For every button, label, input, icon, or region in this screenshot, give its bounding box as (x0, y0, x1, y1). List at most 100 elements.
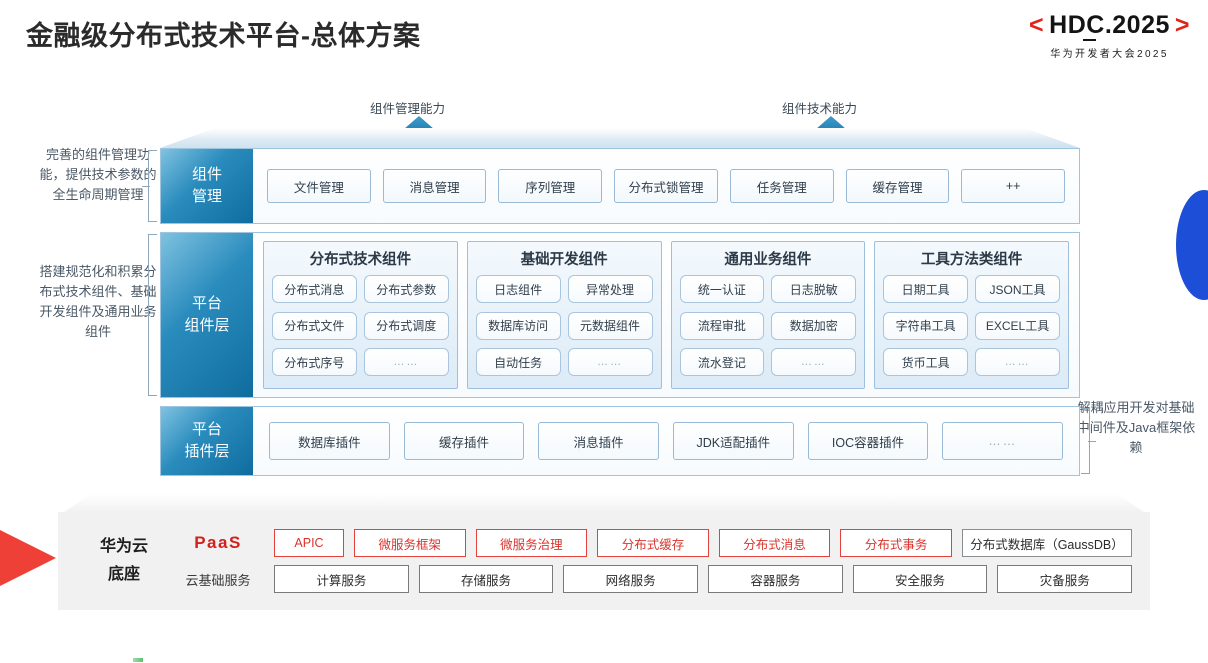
base-panel-title: 华为云 底座 (76, 533, 172, 589)
chip-metadata-component[interactable]: 元数据组件 (567, 311, 653, 340)
chip-excel-tool[interactable]: EXCEL工具 (975, 311, 1060, 340)
chip-exception-handling[interactable]: 异常处理 (567, 275, 653, 303)
group-distributed-tech-components: 分布式技术组件 分布式消息 分布式参数 分布式文件 分布式调度 分布式序号 …… (263, 241, 458, 389)
layer-platform-component: 平台 组件层 分布式技术组件 分布式消息 分布式参数 分布式文件 分布式调度 分… (160, 232, 1080, 398)
chip-distributed-lock-management[interactable]: 分布式锁管理 (614, 169, 718, 203)
chip-file-management[interactable]: 文件管理 (267, 169, 371, 203)
chip-compute-service[interactable]: 计算服务 (274, 565, 409, 593)
chip-ioc-container-plugin[interactable]: IOC容器插件 (807, 422, 929, 460)
layer-body-component-management: 文件管理 消息管理 序列管理 分布式锁管理 任务管理 缓存管理 ++ (253, 149, 1079, 223)
layer-body-platform-component: 分布式技术组件 分布式消息 分布式参数 分布式文件 分布式调度 分布式序号 ……… (253, 233, 1079, 397)
chip-apic[interactable]: APIC (274, 529, 344, 557)
chip-microservice-framework[interactable]: 微服务框架 (354, 529, 466, 557)
component-management-chip-list: 文件管理 消息管理 序列管理 分布式锁管理 任务管理 缓存管理 ++ (253, 169, 1079, 203)
chip-jdk-adapter-plugin[interactable]: JDK适配插件 (673, 422, 794, 460)
group-chip-grid: 日志组件 异常处理 数据库访问 元数据组件 自动任务 …… (475, 275, 653, 380)
logo-text: HDC.2025 (1049, 11, 1170, 41)
chip-storage-service[interactable]: 存储服务 (418, 565, 554, 593)
group-common-business-components: 通用业务组件 统一认证 日志脱敏 流程审批 数据加密 流水登记 …… (670, 241, 866, 389)
callout-label-component-management: 组件管理能力 (370, 102, 446, 116)
chip-disaster-recovery-service[interactable]: 灾备服务 (997, 565, 1133, 593)
chip-log-component[interactable]: 日志组件 (475, 275, 561, 303)
base-title-line2: 底座 (107, 566, 140, 583)
layer-tag-line1: 平台 (191, 295, 222, 313)
hdc-logo: < HDC.2025 > 华为开发者大会2025 (1029, 11, 1190, 61)
chip-transaction-register[interactable]: 流水登记 (679, 348, 765, 377)
base-panel-rows: PaaS APIC 微服务框架 微服务治理 分布式缓存 分布式消息 分布式事务 … (172, 529, 1150, 593)
chip-distributed-transaction[interactable]: 分布式事务 (840, 529, 952, 557)
group-title: 基础开发组件 (520, 252, 608, 268)
chip-string-tool[interactable]: 字符串工具 (883, 311, 969, 340)
layer-tag-platform-component: 平台 组件层 (161, 233, 253, 397)
callout-label-component-technology: 组件技术能力 (782, 102, 858, 116)
chip-cache-management[interactable]: 缓存管理 (845, 169, 950, 203)
group-tool-method-components: 工具方法类组件 日期工具 JSON工具 字符串工具 EXCEL工具 货币工具 …… (874, 241, 1069, 389)
paas-label: PaaS (194, 533, 242, 552)
chip-message-management[interactable]: 消息管理 (382, 169, 487, 203)
chip-network-service[interactable]: 网络服务 (563, 565, 699, 593)
group-chip-grid: 统一认证 日志脱敏 流程审批 数据加密 流水登记 …… (679, 275, 857, 380)
chip-json-tool[interactable]: JSON工具 (975, 275, 1060, 303)
side-note-component-management: 完善的组件管理功能，提供技术参数的全生命周期管理 (39, 147, 157, 203)
group-chip-grid: 分布式消息 分布式参数 分布式文件 分布式调度 分布式序号 …… (272, 275, 449, 380)
layer-tag-line1: 组件 (191, 166, 222, 184)
chip-message-plugin[interactable]: 消息插件 (538, 422, 660, 460)
chip-more[interactable]: …… (567, 348, 653, 377)
chip-distributed-file[interactable]: 分布式文件 (272, 311, 357, 340)
chip-cache-plugin[interactable]: 缓存插件 (403, 422, 525, 460)
layer-tag-line2: 插件层 (184, 443, 230, 460)
chip-more[interactable]: …… (942, 422, 1064, 460)
chip-sequence-management[interactable]: 序列管理 (498, 169, 603, 203)
chip-unified-authentication[interactable]: 统一认证 (679, 275, 765, 303)
red-pie-decoration (0, 504, 56, 612)
layer-tag-component-management: 组件 管理 (161, 149, 253, 223)
chip-database-access[interactable]: 数据库访问 (475, 311, 561, 340)
chip-distributed-parameter[interactable]: 分布式参数 (363, 275, 449, 303)
paas-row: PaaS APIC 微服务框架 微服务治理 分布式缓存 分布式消息 分布式事务 … (172, 529, 1133, 557)
layer-tag-line1: 平台 (191, 421, 222, 439)
chip-process-approval[interactable]: 流程审批 (679, 311, 765, 340)
cloud-services-label: 云基础服务 (185, 572, 251, 588)
logo-subtitle: 华为开发者大会2025 (1050, 49, 1169, 60)
chip-distributed-cache[interactable]: 分布式缓存 (597, 529, 709, 557)
logo-right-bracket-icon: > (1174, 11, 1190, 39)
chip-more[interactable]: …… (771, 348, 857, 377)
layer-platform-plugin: 平台 插件层 数据库插件 缓存插件 消息插件 JDK适配插件 IOC容器插件 …… (160, 406, 1080, 476)
chip-database-plugin[interactable]: 数据库插件 (269, 422, 390, 460)
chip-log-desensitization[interactable]: 日志脱敏 (771, 275, 857, 303)
chip-distributed-schedule[interactable]: 分布式调度 (363, 311, 449, 340)
chip-auto-task[interactable]: 自动任务 (475, 348, 561, 377)
side-note-platform-component: 搭建规范化和积累分布式技术组件、基础开发组件及通用业务组件 (39, 264, 157, 340)
chip-currency-tool[interactable]: 货币工具 (883, 348, 969, 377)
chip-distributed-message[interactable]: 分布式消息 (718, 529, 831, 557)
group-title: 分布式技术组件 (309, 252, 412, 268)
chip-more[interactable]: …… (363, 348, 449, 377)
side-note-plugin: 解耦应用开发对基础中间件及Java框架依赖 (1076, 400, 1196, 456)
bracket-right (1081, 408, 1096, 474)
chip-container-service[interactable]: 容器服务 (708, 565, 843, 593)
chip-data-encryption[interactable]: 数据加密 (771, 311, 857, 340)
group-title: 工具方法类组件 (920, 252, 1023, 268)
layer-component-management: 组件 管理 文件管理 消息管理 序列管理 分布式锁管理 任务管理 缓存管理 ++ (160, 148, 1080, 224)
chip-microservice-governance[interactable]: 微服务治理 (475, 529, 588, 557)
layer-body-platform-plugin: 数据库插件 缓存插件 消息插件 JDK适配插件 IOC容器插件 …… (253, 407, 1079, 475)
chip-distributed-database-gaussdb[interactable]: 分布式数据库（GaussDB） (961, 529, 1133, 557)
chip-more[interactable]: ++ (961, 169, 1066, 203)
chip-distributed-sequence[interactable]: 分布式序号 (272, 348, 357, 377)
chip-more[interactable]: …… (975, 348, 1060, 377)
cloud-services-row: 云基础服务 计算服务 存储服务 网络服务 容器服务 安全服务 灾备服务 (172, 565, 1133, 593)
bracket-top (142, 150, 157, 222)
layer-tag-line2: 管理 (191, 188, 222, 205)
group-title: 通用业务组件 (724, 252, 812, 268)
group-chip-grid: 日期工具 JSON工具 字符串工具 EXCEL工具 货币工具 …… (883, 275, 1060, 380)
chip-task-management[interactable]: 任务管理 (729, 169, 834, 203)
blue-crescent-decoration (1176, 190, 1208, 300)
group-basic-development-components: 基础开发组件 日志组件 异常处理 数据库访问 元数据组件 自动任务 …… (466, 241, 662, 389)
green-tick-decoration (133, 658, 143, 662)
chip-security-service[interactable]: 安全服务 (852, 565, 988, 593)
bracket-mid (142, 234, 157, 396)
chip-date-tool[interactable]: 日期工具 (883, 275, 969, 303)
base-title-line1: 华为云 (99, 538, 148, 555)
chip-distributed-message[interactable]: 分布式消息 (272, 275, 357, 303)
